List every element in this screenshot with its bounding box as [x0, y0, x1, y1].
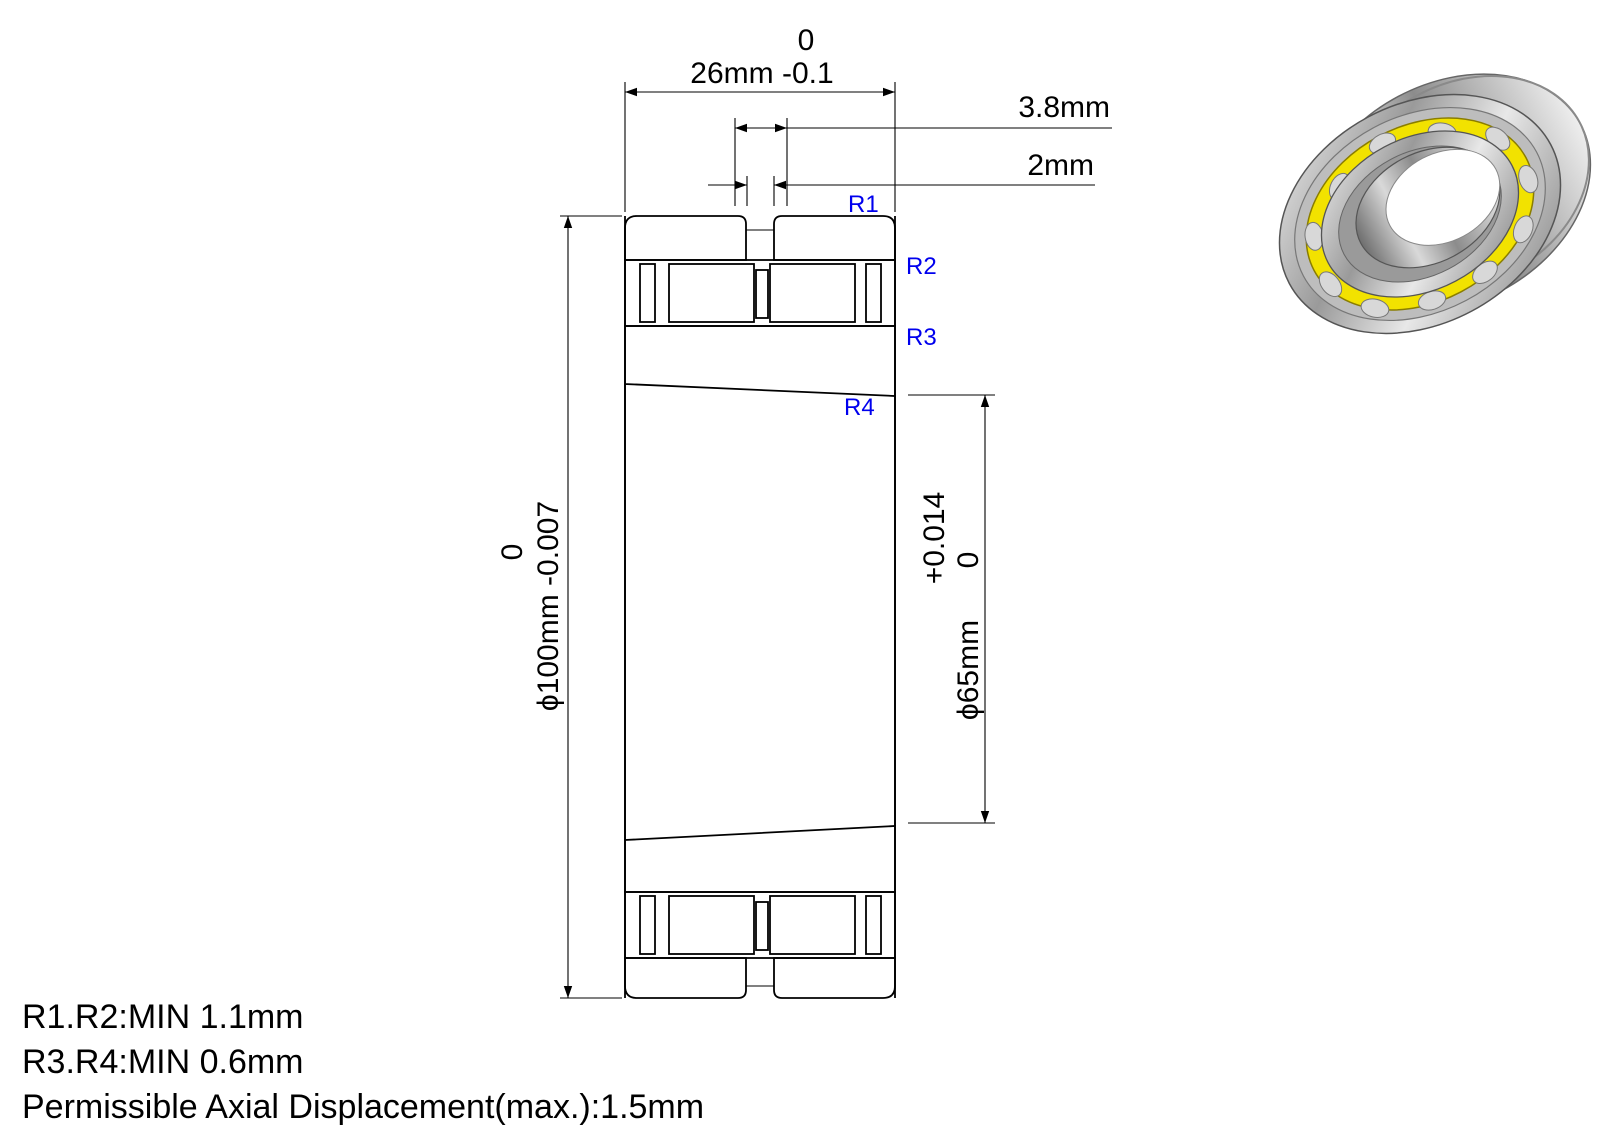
radius-label-r1: R1 — [848, 191, 879, 218]
outer-ring-top-right — [773, 215, 896, 261]
radius-label-r4: R4 — [844, 394, 875, 421]
outer-diameter-upper-tolerance: 0 — [496, 544, 529, 561]
bore-diameter-value: ϕ65mm — [952, 620, 985, 720]
bearing-cross-section — [624, 215, 896, 999]
width-dimension: 0 26mm -0.1 — [624, 24, 896, 212]
cage-side-left-top — [639, 263, 656, 323]
cage-side-right-top — [865, 263, 882, 323]
cage-center-bottom — [755, 901, 769, 951]
bore-diameter-dimension: ϕ65mm +0.014 0 — [908, 394, 995, 824]
inner-ring-top — [624, 325, 896, 397]
roller-zone-bottom — [624, 891, 896, 959]
cage-center-top — [755, 269, 769, 319]
note-r1-r2: R1.R2:MIN 1.1mm — [22, 998, 304, 1036]
outer-diameter-value: ϕ100mm -0.007 — [532, 501, 565, 711]
roller-right-top — [769, 263, 856, 323]
roller-row-bottom — [624, 891, 896, 959]
radius-label-r2: R2 — [906, 253, 937, 280]
roller-right-bottom — [769, 895, 856, 955]
outer-ring-top-left — [624, 215, 747, 261]
roller-row-top — [624, 259, 896, 327]
roller-left-bottom — [668, 895, 755, 955]
width-value: 26mm -0.1 — [690, 57, 833, 90]
groove-width-dimension: 2mm — [708, 149, 1095, 206]
roller-left-top — [668, 263, 755, 323]
rib-width-dimension: 3.8mm — [734, 91, 1112, 206]
radius-label-r3: R3 — [906, 324, 937, 351]
groove-width-value: 2mm — [1027, 149, 1094, 182]
outer-diameter-dimension: ϕ100mm -0.007 0 — [496, 215, 622, 999]
inner-ring-bottom — [624, 825, 896, 893]
bore-diameter-upper-tolerance: +0.014 — [918, 492, 951, 585]
width-upper-tolerance: 0 — [798, 24, 815, 57]
outer-ring-bottom-right — [773, 957, 896, 999]
outer-ring-bottom-left — [624, 957, 747, 999]
bore-diameter-lower-tolerance: 0 — [952, 552, 985, 569]
rib-width-value: 3.8mm — [1018, 91, 1110, 124]
cage-side-left-bottom — [639, 895, 656, 955]
note-axial-displacement: Permissible Axial Displacement(max.):1.5… — [22, 1088, 704, 1126]
note-r3-r4: R3.R4:MIN 0.6mm — [22, 1043, 304, 1081]
cage-side-right-bottom — [865, 895, 882, 955]
bearing-3d-illustration — [1278, 73, 1592, 335]
